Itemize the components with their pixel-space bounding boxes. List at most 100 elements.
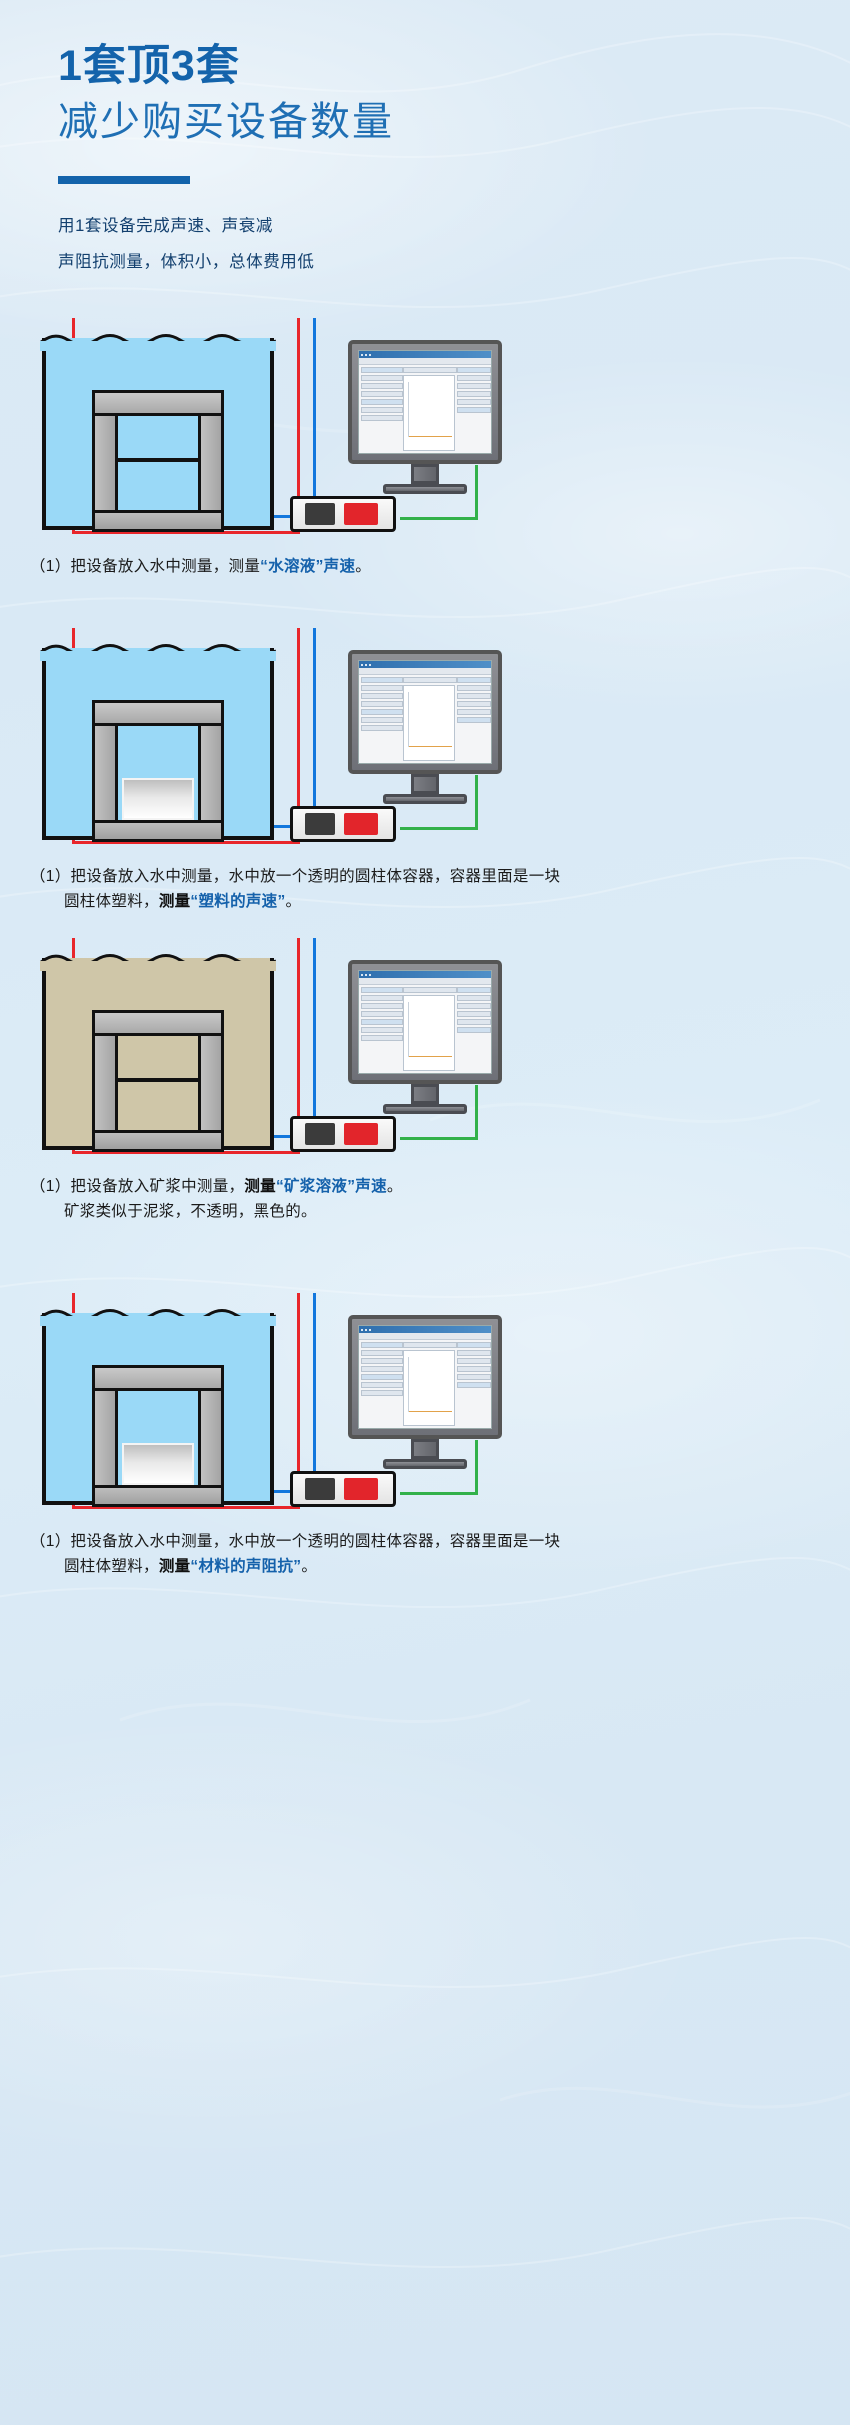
- caption-text-4b: 圆柱体塑料，: [64, 1558, 159, 1576]
- diagram-3: [0, 930, 850, 1180]
- app-plot-panel-1: [402, 367, 457, 451]
- cable-blue-2: [258, 628, 316, 828]
- section-3: （1）把设备放入矿浆中测量，测量“矿浆溶液”声速。 矿浆类似于泥浆，不透明，黑色…: [0, 930, 850, 1220]
- monitor-neck-1: [411, 464, 439, 484]
- app-body-2: [359, 675, 491, 763]
- intro-line-2: 声阻抗测量，体积小，总体费用低: [58, 252, 315, 271]
- page-subtitle: 减少购买设备数量: [58, 100, 394, 145]
- monitor-bezel-4: [348, 1315, 502, 1439]
- caption-end-3: 。: [386, 1178, 403, 1195]
- app-right-panel-3: [457, 987, 491, 1071]
- caption-end-4: 。: [301, 1558, 318, 1576]
- app-left-panel-4: [361, 1342, 403, 1426]
- caption-quote-1: “水溶液”: [260, 558, 324, 575]
- monitor-neck-3: [411, 1084, 439, 1104]
- water-surface-1: [40, 334, 276, 351]
- app-right-panel-4: [457, 1342, 491, 1426]
- monitor-base-2: [383, 794, 467, 804]
- transducer-fixture-4: [92, 1365, 224, 1507]
- display-panel-icon-3: [305, 1123, 335, 1145]
- water-surface-4: [40, 1309, 276, 1326]
- section-2: （1）把设备放入水中测量，水中放一个透明的圆柱体容器，容器里面是一块 圆柱体塑料…: [0, 620, 850, 910]
- slurry-surface-3: [40, 954, 276, 971]
- fixture-base-1: [92, 510, 224, 532]
- app-titlebar-3: [359, 971, 491, 978]
- monitor-base-4: [383, 1459, 467, 1469]
- monitor-base-1: [383, 484, 467, 494]
- measurement-controller-1[interactable]: [290, 496, 396, 532]
- fixture-base-3: [92, 1130, 224, 1152]
- caption-end-1: 。: [355, 558, 372, 575]
- cylindrical-plastic-sample-4: [122, 1443, 194, 1485]
- caption-quote-2: “塑料的声速”: [190, 893, 286, 911]
- app-titlebar-1: [359, 351, 491, 358]
- cable-blue-3: [258, 938, 316, 1138]
- cable-blue-4: [258, 1293, 316, 1493]
- diagram-2: [0, 620, 850, 870]
- water-tank-1: [40, 334, 276, 530]
- analysis-monitor-4: [348, 1315, 502, 1471]
- fixture-mid-bar-1: [118, 458, 198, 462]
- caption-1: （1）把设备放入水中测量，测量“水溶液”声速。: [30, 554, 820, 579]
- monitor-screen-3[interactable]: [358, 970, 492, 1074]
- caption-index-1: （1）: [30, 558, 71, 575]
- display-panel-icon-4: [305, 1478, 335, 1500]
- caption-bold-3: 测量: [244, 1178, 276, 1195]
- measurement-controller-3[interactable]: [290, 1116, 396, 1152]
- monitor-neck-4: [411, 1439, 439, 1459]
- transducer-fixture-3: [92, 1010, 224, 1152]
- water-surface-2: [40, 644, 276, 661]
- monitor-screen-4[interactable]: [358, 1325, 492, 1429]
- app-toolbar-1: [359, 358, 491, 365]
- app-body-4: [359, 1340, 491, 1428]
- measurement-controller-4[interactable]: [290, 1471, 396, 1507]
- fixture-base-2: [92, 820, 224, 842]
- monitor-screen-2[interactable]: [358, 660, 492, 764]
- app-left-panel-2: [361, 677, 403, 761]
- app-body-3: [359, 985, 491, 1073]
- caption-index-4: （1）: [30, 1533, 71, 1550]
- app-left-panel-3: [361, 987, 403, 1071]
- cable-green-3: [400, 1085, 478, 1140]
- monitor-screen-1[interactable]: [358, 350, 492, 454]
- power-indicator-icon-4: [344, 1478, 378, 1500]
- title-divider: [58, 176, 190, 185]
- caption-keyword-1: 声速: [323, 558, 356, 575]
- analysis-monitor-1: [348, 340, 502, 496]
- caption-text-2b: 圆柱体塑料，: [64, 893, 159, 911]
- caption-end-2: 。: [285, 893, 302, 911]
- caption-text-1: 把设备放入水中测量，测量: [70, 558, 261, 575]
- app-plot-panel-4: [402, 1342, 457, 1426]
- caption-index-3: （1）: [30, 1178, 71, 1195]
- waveform-plot-2: [402, 685, 455, 761]
- app-titlebar-4: [359, 1326, 491, 1333]
- app-titlebar-2: [359, 661, 491, 668]
- cable-green-2: [400, 775, 478, 830]
- caption-bold-4: 测量: [158, 1558, 191, 1576]
- app-toolbar-4: [359, 1333, 491, 1340]
- caption-quote-4: “材料的声阻抗”: [190, 1558, 302, 1576]
- fixture-base-4: [92, 1485, 224, 1507]
- app-plot-panel-2: [402, 677, 457, 761]
- analysis-monitor-3: [348, 960, 502, 1116]
- waveform-plot-3: [402, 995, 455, 1071]
- intro-paragraph: 用1套设备完成声速、声衰减 声阻抗测量，体积小，总体费用低: [58, 214, 798, 275]
- tank-water-1: [42, 338, 274, 530]
- waveform-plot-1: [402, 375, 455, 451]
- fixture-mid-bar-3: [118, 1078, 198, 1082]
- section-4: （1）把设备放入水中测量，水中放一个透明的圆柱体容器，容器里面是一块 圆柱体塑料…: [0, 1285, 850, 1575]
- monitor-bezel-2: [348, 650, 502, 774]
- caption-text-3a: 把设备放入矿浆中测量，: [70, 1178, 245, 1195]
- diagram-1: [0, 310, 850, 560]
- power-indicator-icon-3: [344, 1123, 378, 1145]
- caption-bold-2: 测量: [158, 893, 191, 911]
- caption-text-3b: 矿浆类似于泥浆，不透明，黑色的。: [64, 1203, 317, 1221]
- measurement-controller-2[interactable]: [290, 806, 396, 842]
- diagram-4: [0, 1285, 850, 1535]
- intro-line-1: 用1套设备完成声速、声衰减: [58, 217, 273, 236]
- caption-index-2: （1）: [30, 868, 71, 885]
- power-indicator-icon-2: [344, 813, 378, 835]
- app-right-panel-2: [457, 677, 491, 761]
- app-right-panel-1: [457, 367, 491, 451]
